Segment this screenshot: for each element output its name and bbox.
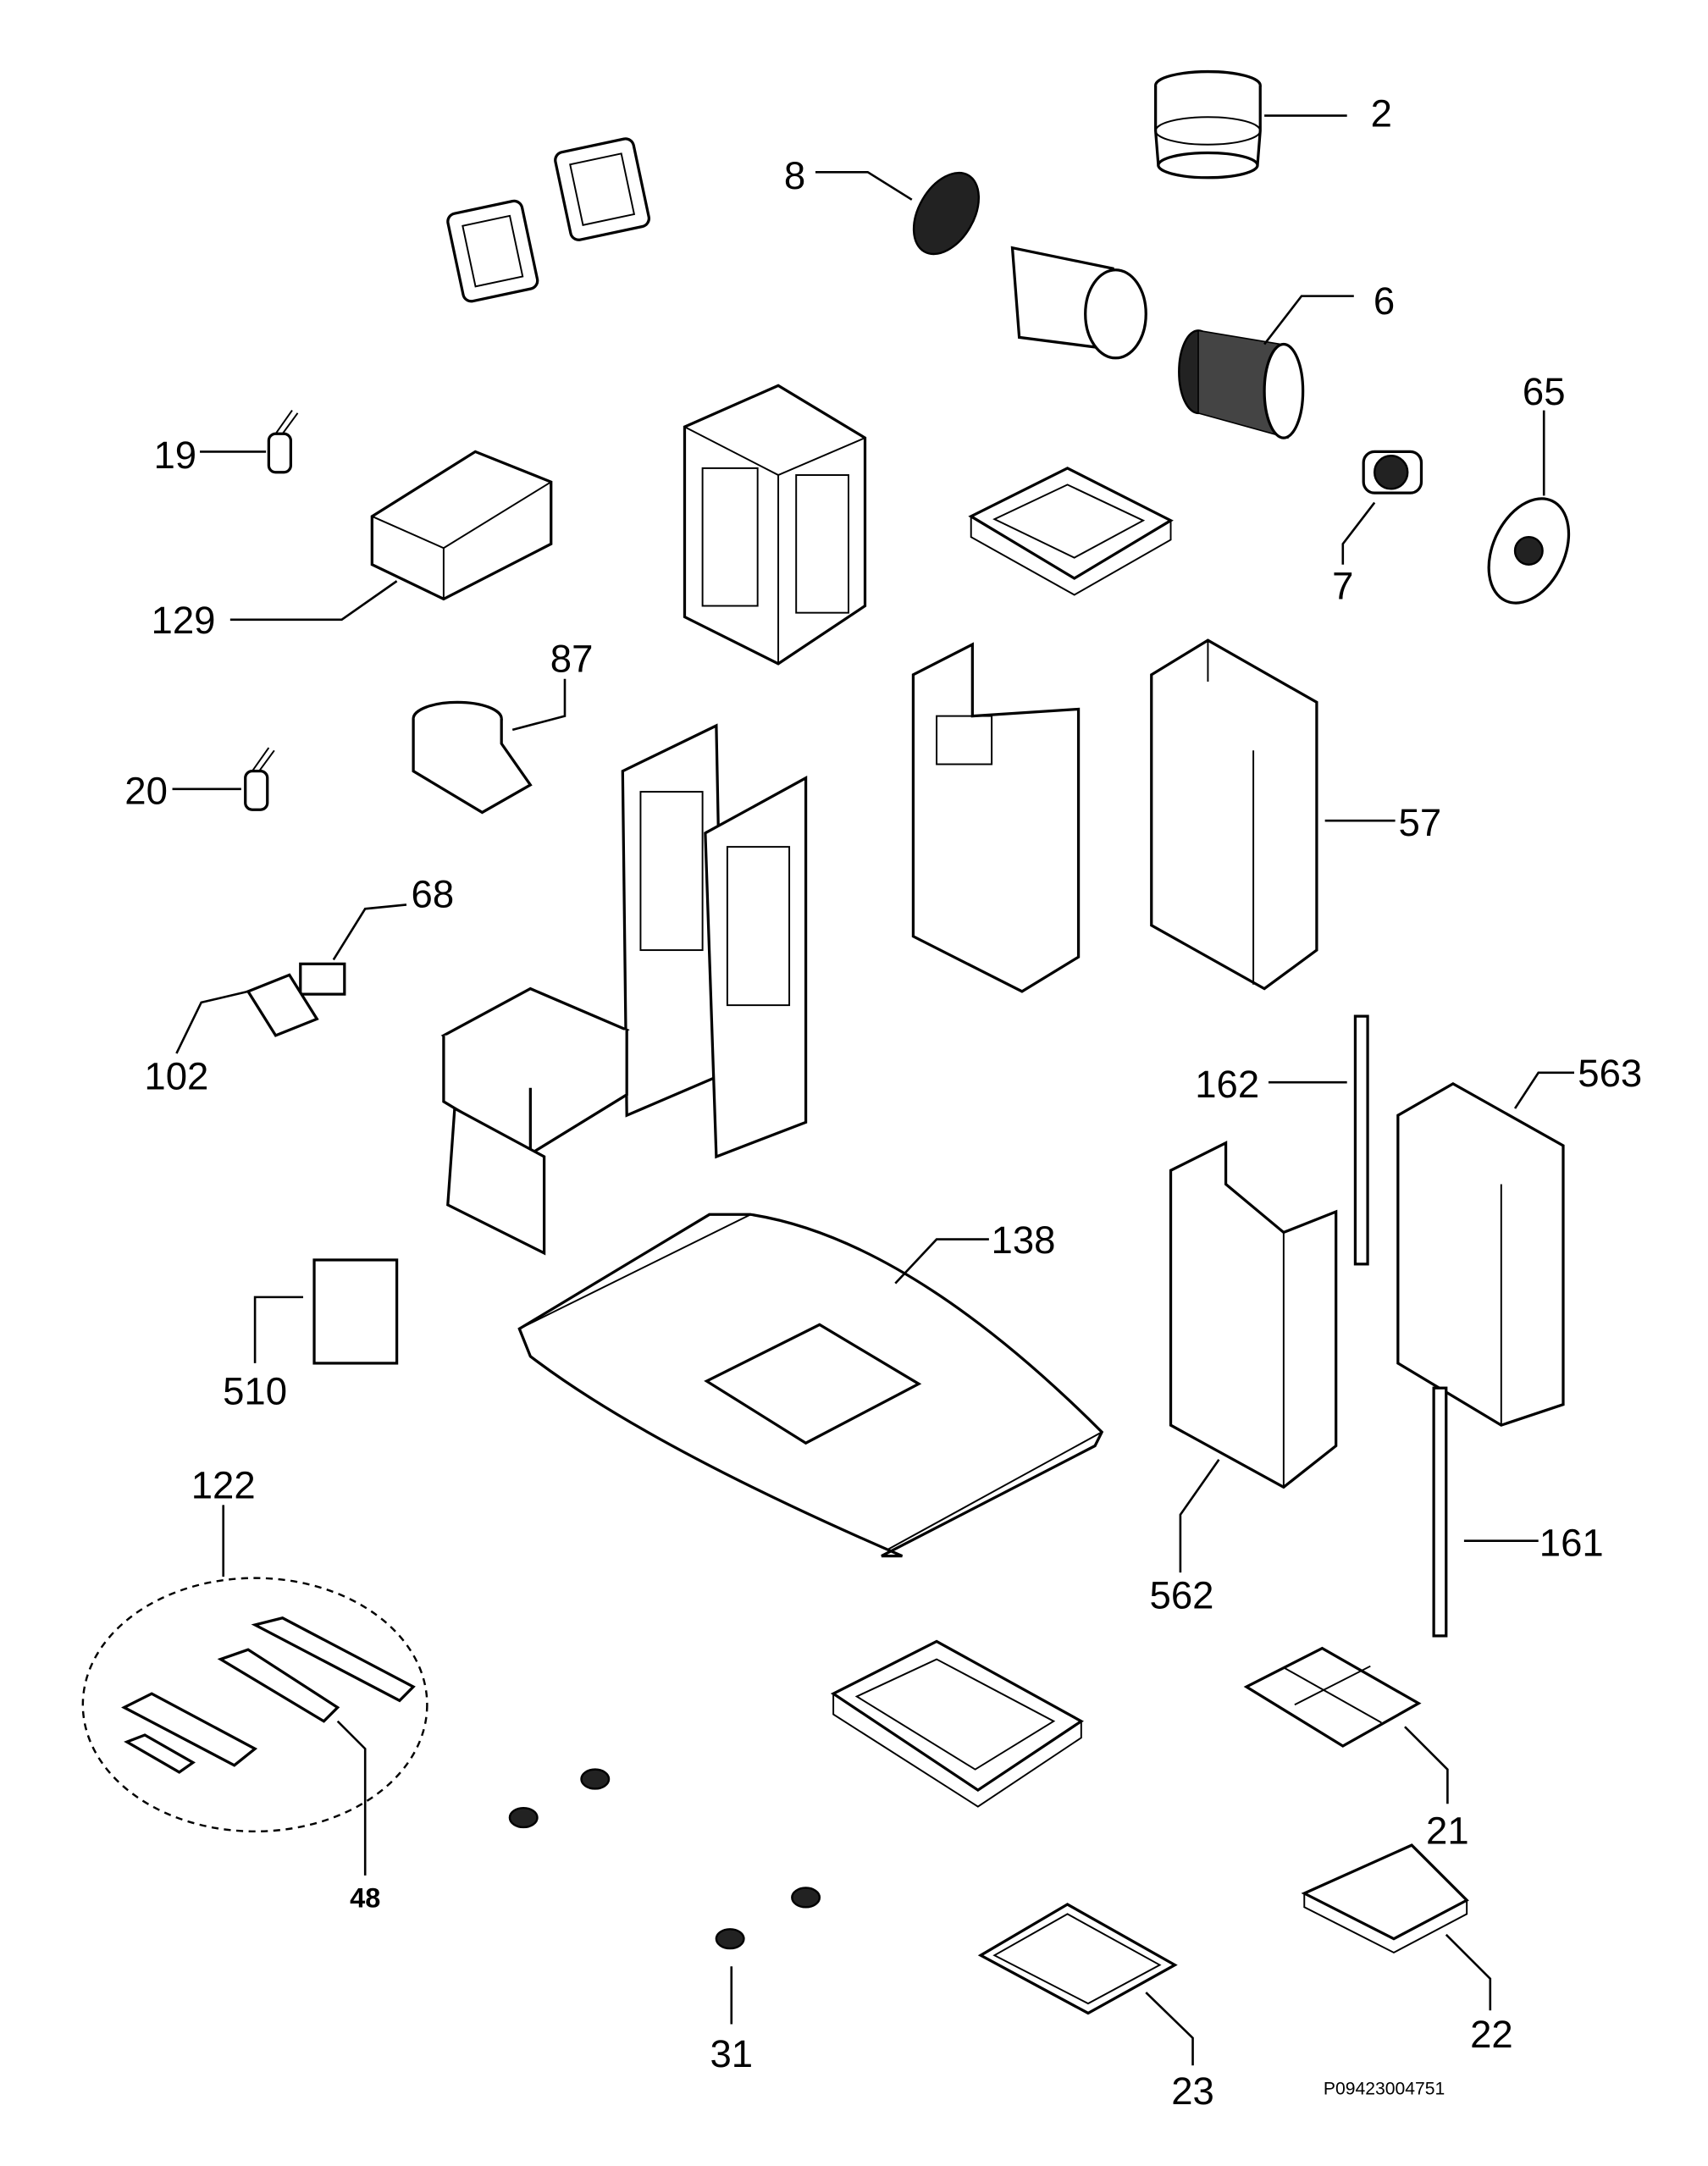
leader-line-22 xyxy=(1445,1933,1492,2011)
control-board-68-102 xyxy=(246,962,346,1037)
leader-line-138 xyxy=(894,1238,989,1285)
callout-label-68: 68 xyxy=(412,873,455,916)
callout-label-161: 161 xyxy=(1539,1522,1604,1565)
electronics-box xyxy=(440,986,630,1256)
callout-label-162: 162 xyxy=(1195,1063,1259,1106)
callout-label-122: 122 xyxy=(191,1463,256,1506)
callout-label-23: 23 xyxy=(1171,2069,1214,2113)
leader-line-21 xyxy=(1404,1726,1449,1804)
strip-161 xyxy=(1432,1386,1448,1638)
filter-23 xyxy=(977,1903,1178,2015)
callout-label-8: 8 xyxy=(784,154,805,197)
box-129 xyxy=(370,450,553,601)
callout-label-6: 6 xyxy=(1374,279,1395,323)
callout-label-20: 20 xyxy=(124,770,168,813)
callout-label-87: 87 xyxy=(550,638,594,681)
duct-collar-2 xyxy=(1154,69,1262,180)
callout-label-2: 2 xyxy=(1371,92,1392,135)
callout-label-57: 57 xyxy=(1399,801,1442,844)
leader-line-562 xyxy=(1179,1459,1220,1573)
chimney-57-left xyxy=(911,642,1081,993)
callout-label-48: 48 xyxy=(350,1882,380,1913)
callout-label-19: 19 xyxy=(153,434,196,477)
callout-label-22: 22 xyxy=(1470,2013,1513,2056)
callout-label-138: 138 xyxy=(992,1218,1056,1262)
leader-lines xyxy=(172,114,1574,2066)
strip-162 xyxy=(1353,1014,1369,1266)
callout-label-562: 562 xyxy=(1150,1573,1214,1616)
adapter-87 xyxy=(412,700,533,815)
leader-line-48 xyxy=(336,1720,367,1876)
callout-label-65: 65 xyxy=(1523,370,1566,413)
impeller-6 xyxy=(1178,329,1305,439)
capacitor-19 xyxy=(267,410,299,474)
leader-line-87 xyxy=(511,678,567,732)
leader-line-563 xyxy=(1513,1071,1574,1109)
frame-tower xyxy=(683,384,867,666)
kit-122 xyxy=(81,1577,428,1833)
leader-line-102 xyxy=(175,990,249,1054)
leader-line-510 xyxy=(253,1296,304,1363)
callout-label-510: 510 xyxy=(223,1370,287,1413)
gasket-frames xyxy=(446,137,651,303)
callout-label-21: 21 xyxy=(1426,1809,1469,1852)
motor-7 xyxy=(1362,450,1423,495)
grease-filter-21 xyxy=(1243,1646,1422,1748)
leader-line-23 xyxy=(1145,1992,1194,2066)
chimney-57-right xyxy=(1150,638,1318,991)
support-frame xyxy=(968,467,1174,596)
parts-layer xyxy=(81,69,1571,2015)
inner-chimney-panels xyxy=(621,723,808,1159)
plate-65 xyxy=(1487,497,1571,605)
leader-line-129 xyxy=(229,580,398,622)
module-510 xyxy=(312,1258,399,1365)
filter-frame xyxy=(830,1639,1084,1808)
leader-line-8 xyxy=(815,170,913,201)
clips-31 xyxy=(508,1768,821,1950)
leader-line-7 xyxy=(1341,501,1376,565)
leader-line-6 xyxy=(1263,295,1354,345)
leader-line-68 xyxy=(332,903,407,961)
callout-label-129: 129 xyxy=(152,599,216,642)
callout-label-563: 563 xyxy=(1578,1052,1642,1095)
callout-label-31: 31 xyxy=(710,2032,753,2075)
drawing-code: P09423004751 xyxy=(1324,2079,1445,2098)
chimney-563 xyxy=(1396,1081,1565,1427)
fan-housing xyxy=(1010,246,1147,360)
carbon-filter-22 xyxy=(1301,1843,1469,1954)
callout-label-102: 102 xyxy=(144,1054,208,1097)
fan-grille-8 xyxy=(912,171,981,256)
hood-canopy-138 xyxy=(517,1213,1104,1558)
callout-labels: 2 8 6 65 19 129 7 87 20 57 68 102 162 563 138 510 122 562… xyxy=(124,92,1642,2113)
chimney-562 xyxy=(1169,1141,1338,1489)
callout-label-7: 7 xyxy=(1332,564,1353,607)
capacitor-20 xyxy=(244,747,275,811)
